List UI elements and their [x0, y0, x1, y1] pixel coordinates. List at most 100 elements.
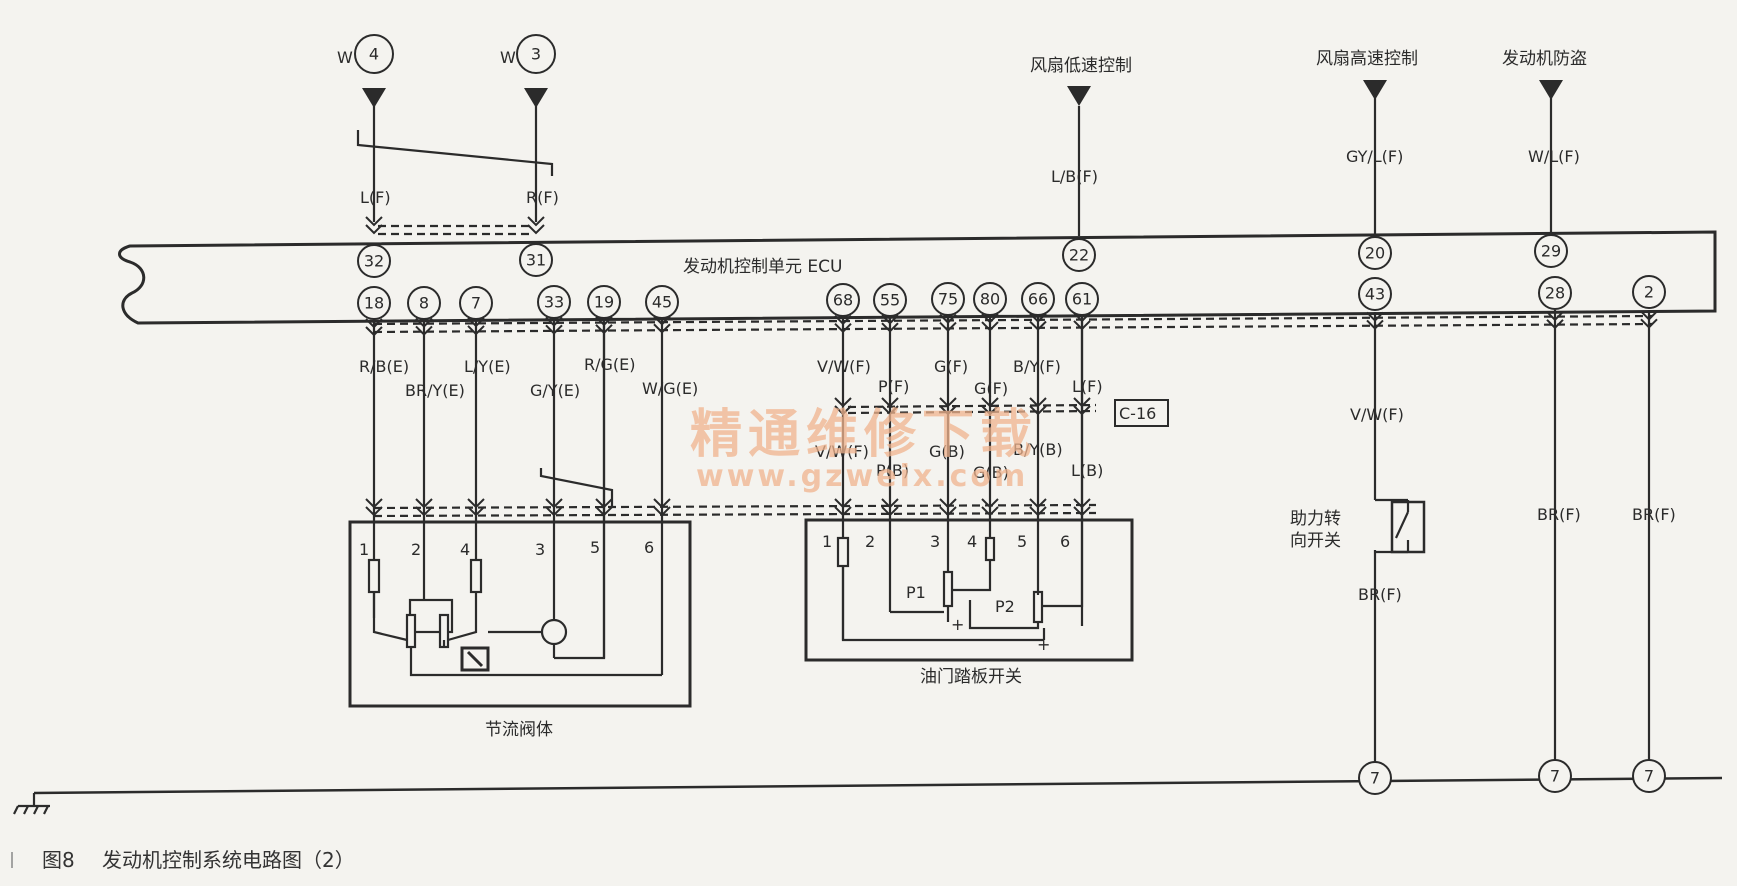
- watermark-text: 精通维修下载: [690, 405, 1038, 465]
- watermark-url: www.gzweix.com: [696, 459, 1028, 494]
- connector-chevron: [939, 506, 957, 517]
- connector-chevron: [1029, 405, 1047, 416]
- wire-label: BR(F): [1537, 505, 1581, 524]
- ecu-pin-upper: 32: [357, 244, 391, 278]
- svg-text:22: 22: [1069, 246, 1089, 265]
- power-steering-label-2: 向开关: [1290, 531, 1341, 551]
- svg-text:7: 7: [471, 294, 481, 313]
- pedal-p1-label: P1: [906, 583, 926, 602]
- connector-chevron: [653, 498, 671, 509]
- wire-label: R/G(E): [584, 355, 636, 374]
- connector-chevron: [1029, 506, 1047, 517]
- pedal-pin: 2: [865, 532, 875, 551]
- ecu-pin-upper: 22: [1062, 238, 1096, 272]
- wire-label: B/Y(B): [1013, 440, 1063, 459]
- svg-text:7: 7: [1370, 769, 1380, 788]
- svg-text:45: 45: [652, 293, 672, 312]
- wire-label: G/Y(E): [530, 381, 580, 400]
- fan-low-label: 风扇低速控制: [1030, 56, 1132, 76]
- connector-chevron: [365, 326, 383, 337]
- svg-text:31: 31: [526, 251, 546, 270]
- caption-fig: 图8: [42, 848, 75, 872]
- throttle-pin: 2: [411, 540, 421, 559]
- connector-chevron: [595, 316, 613, 327]
- connector-ref: C-16: [1119, 404, 1156, 423]
- pedal-plus: +: [951, 615, 964, 634]
- connector-chevron: [881, 498, 899, 509]
- connector-chevron: [365, 506, 383, 517]
- svg-text:18: 18: [364, 294, 384, 313]
- svg-text:33: 33: [544, 293, 564, 312]
- connector-chevron: [939, 498, 957, 509]
- svg-text:20: 20: [1365, 244, 1385, 263]
- connector-chevron: [1073, 506, 1091, 517]
- throttle-pin: 5: [590, 538, 600, 557]
- fan-high-label: 风扇高速控制: [1316, 49, 1418, 69]
- wire-label: G(F): [974, 379, 1008, 398]
- connector-chevron: [834, 506, 852, 517]
- connector-chevron: [834, 498, 852, 509]
- connector-chevron: [939, 397, 957, 408]
- connector-chevron: [1029, 397, 1047, 408]
- connector-chevron: [365, 216, 383, 227]
- svg-text:7: 7: [1550, 767, 1560, 786]
- connector-chevron: [415, 325, 433, 336]
- wire-label: BR(F): [1358, 585, 1402, 604]
- connector-chevron: [1029, 320, 1047, 331]
- top-pin-3-prefix: W: [500, 48, 516, 67]
- wire-label: V/W(F): [815, 442, 869, 461]
- svg-text:4: 4: [369, 45, 379, 64]
- connector-chevron: [365, 318, 383, 329]
- connector-chevron: [881, 405, 899, 416]
- connector-chevron: [939, 313, 957, 325]
- connector-chevron: [834, 397, 852, 408]
- svg-text:29: 29: [1541, 242, 1561, 261]
- connector-chevron: [545, 498, 563, 509]
- throttle-pin: 4: [460, 540, 470, 559]
- ecu-pin-lower: 19: [587, 285, 621, 319]
- wire-label: L(F): [360, 188, 391, 207]
- ground-pin: 7: [1538, 759, 1572, 793]
- svg-text:61: 61: [1072, 290, 1092, 309]
- top-pin-3: 3: [516, 34, 556, 74]
- wire-label: R/B(E): [359, 357, 409, 376]
- pedal-pin: 6: [1060, 532, 1070, 551]
- ecu-pin-lower: 80: [973, 282, 1007, 316]
- connector-chevron: [1073, 312, 1091, 323]
- caption-title: 发动机控制系统电路图（2）: [102, 848, 355, 872]
- connector-chevron: [595, 324, 613, 335]
- connector-chevron: [1073, 397, 1091, 408]
- connector-chevron: [545, 506, 563, 517]
- throttle-pin: 1: [359, 540, 369, 559]
- connector-chevron: [545, 316, 563, 327]
- throttle-body-label: 节流阀体: [485, 720, 553, 740]
- wire-label: L(F): [1072, 377, 1103, 396]
- wire-label: G(B): [973, 463, 1009, 482]
- wire-label: L/Y(E): [464, 357, 511, 376]
- ecu-pin-lower: 43: [1358, 277, 1392, 311]
- ecu-body: [118, 230, 1717, 325]
- connector-ref-box: [1114, 399, 1169, 427]
- ecu-pin-lower: 8: [407, 286, 441, 320]
- connector-chevron: [881, 322, 899, 333]
- wire-label: BR/Y(E): [405, 381, 465, 400]
- wire-label: B/Y(F): [1013, 357, 1061, 376]
- connector-chevron: [981, 397, 999, 408]
- svg-text:28: 28: [1545, 284, 1565, 303]
- connector-chevron: [939, 321, 957, 333]
- svg-text:32: 32: [364, 252, 384, 271]
- connector-chevron: [981, 321, 999, 332]
- ecu-label: 发动机控制单元 ECU: [683, 257, 842, 277]
- ecu-pin-lower: 45: [645, 285, 679, 319]
- connector-chevron: [1073, 320, 1091, 331]
- connector-chevron: [1073, 498, 1091, 509]
- throttle-pin: 3: [535, 540, 545, 559]
- wire-label: G(F): [934, 357, 968, 376]
- connector-chevron: [981, 506, 999, 517]
- connector-chevron: [1073, 405, 1091, 416]
- ecu-pin-lower: 2: [1632, 275, 1666, 309]
- pedal-switch-label: 油门踏板开关: [920, 667, 1022, 687]
- ecu-pin-lower: 18: [357, 286, 391, 320]
- immobilizer-label: 发动机防盗: [1502, 49, 1587, 69]
- ecu-pin-lower: 33: [537, 285, 571, 319]
